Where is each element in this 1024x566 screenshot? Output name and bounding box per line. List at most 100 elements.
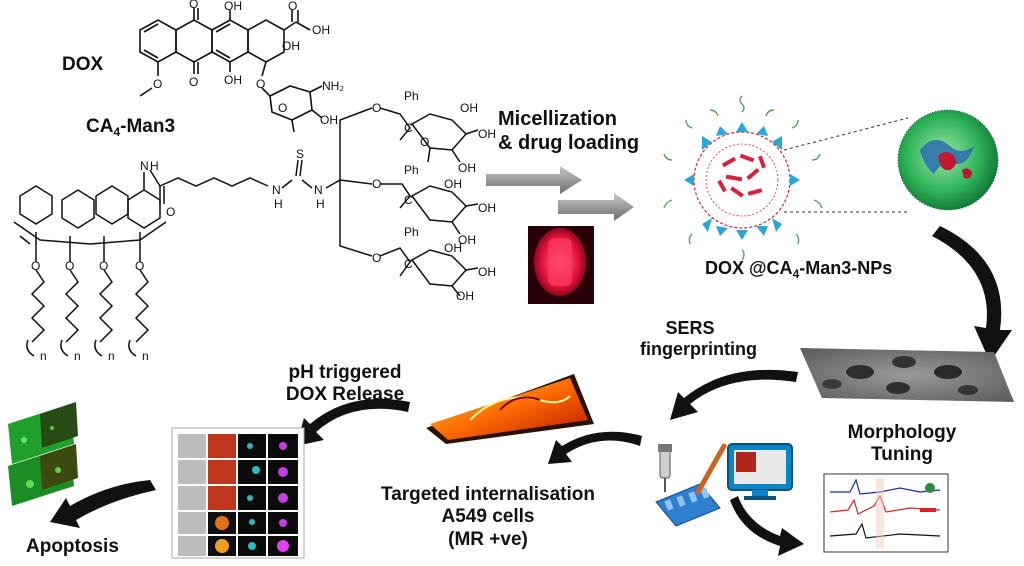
atom-oh: OH xyxy=(458,233,476,247)
atom-o: O xyxy=(189,75,198,89)
monitor-icon xyxy=(727,443,793,500)
atom-o: O xyxy=(278,101,287,115)
micellization-arrows xyxy=(486,166,634,221)
atom-oh: OH xyxy=(478,265,496,279)
substrate-chip-icon xyxy=(655,483,721,527)
atom-o: O xyxy=(372,177,381,191)
calixarene-structure xyxy=(13,159,341,357)
atom-oh: OH xyxy=(224,0,242,13)
sugar-unit-2 xyxy=(380,183,479,235)
arrow-to-microscopy xyxy=(296,398,410,446)
raman-probe-icon xyxy=(658,444,672,492)
atom-c: C xyxy=(404,121,413,135)
ph-line2: DOX Release xyxy=(285,384,405,406)
atom-n: N xyxy=(140,159,149,173)
atom-o: O xyxy=(135,259,144,273)
sugar-unit-1 xyxy=(379,107,479,163)
atom-oh: OH xyxy=(444,241,462,255)
atom-o: O xyxy=(189,0,198,11)
raman-spectra-plot xyxy=(823,473,949,553)
morphology-label: Morphology Tuning xyxy=(844,422,960,467)
dox-vial-photo xyxy=(528,226,594,304)
arrow-to-tem xyxy=(932,226,1012,362)
atom-oh: OH xyxy=(444,177,462,191)
np-prefix: DOX @CA xyxy=(705,258,793,278)
atom-n: N xyxy=(314,183,323,197)
atom-oh: OH xyxy=(460,101,478,115)
sers-line2: fingerprinting xyxy=(640,339,757,360)
raman-setup xyxy=(655,443,793,527)
micellization-line1: Micellization xyxy=(498,108,617,130)
microscopy-grid xyxy=(171,427,305,559)
np-subscript: 4 xyxy=(792,267,800,281)
atom-oh: OH xyxy=(456,289,474,303)
atom-nh2: NH₂ xyxy=(322,79,344,93)
atom-c: C xyxy=(404,193,413,207)
atom-oh: OH xyxy=(312,23,330,37)
atom-oh: OH xyxy=(282,39,300,53)
ph-line1: pH triggered xyxy=(288,362,402,383)
alkyl-chains xyxy=(26,232,150,357)
atom-o: O xyxy=(153,77,162,91)
apoptosis-images xyxy=(8,402,78,506)
dox-payload-rods xyxy=(717,153,766,198)
np-suffix: -Man3-NPs xyxy=(799,258,893,278)
mannose-atom-labels: Ph O C O OH OH OH Ph O C OH OH OH Ph O C… xyxy=(372,89,496,303)
atom-ph: Ph xyxy=(404,89,419,103)
atom-o: O xyxy=(288,0,297,13)
calixarene-atom-labels: O O O O n n n n N H O N H S N H xyxy=(31,147,325,363)
arrow-to-cells xyxy=(548,431,642,464)
atom-c: C xyxy=(404,257,413,271)
atom-oh: OH xyxy=(224,73,242,87)
atom-oh: OH xyxy=(458,161,476,175)
gray-arrow-lower xyxy=(558,193,634,221)
zoom-dashes xyxy=(783,117,909,213)
gray-arrow-upper xyxy=(486,166,582,194)
micellization-line2: & drug loading xyxy=(498,131,640,154)
sers-heatmap xyxy=(426,374,594,444)
peg-chains xyxy=(663,95,823,261)
atom-n: N xyxy=(272,183,281,197)
nanoparticle-label: DOX @CA4-Man3-NPs xyxy=(705,258,892,281)
atom-s: S xyxy=(296,147,304,161)
ca4-man3-label: CA4-Man3 xyxy=(86,116,175,139)
atom-o: O xyxy=(99,259,108,273)
atom-o: O xyxy=(166,205,175,219)
ph-release-label: pH triggered DOX Release xyxy=(272,362,418,407)
sers-line1: SERS xyxy=(665,318,715,338)
atom-oh: OH xyxy=(478,127,496,141)
atom-oh: OH xyxy=(320,113,338,127)
apoptosis-label: Apoptosis xyxy=(26,536,119,557)
md-simulation-sphere xyxy=(897,109,999,211)
arrow-to-apoptosis xyxy=(50,480,156,528)
target-line2: A549 cells xyxy=(441,506,535,528)
target-line3: (MR +ve) xyxy=(448,528,528,550)
atom-o: O xyxy=(65,259,74,273)
tem-image xyxy=(800,348,1014,402)
ca4-subscript: 4 xyxy=(113,125,121,139)
atom-n-sub: n xyxy=(108,349,115,363)
atom-o: O xyxy=(372,101,381,115)
target-line1: Targeted internalisation xyxy=(381,484,595,505)
atom-o: O xyxy=(31,259,40,273)
atom-o: O xyxy=(420,135,429,149)
atom-ph: Ph xyxy=(404,163,419,177)
sers-label: SERS fingerprinting xyxy=(640,318,757,360)
dox-label: DOX xyxy=(62,54,104,75)
microscopy-col-cyan xyxy=(238,434,266,556)
atom-n-sub: n xyxy=(142,349,149,363)
arrow-to-spectrum xyxy=(730,496,804,556)
atom-o: O xyxy=(256,77,265,91)
dox-atom-labels: O O OH OH O O OH OH O O NH₂ OH xyxy=(153,0,344,127)
atom-h: H xyxy=(150,159,159,173)
process-arrows xyxy=(50,226,1012,556)
atom-ph: Ph xyxy=(404,225,419,239)
targeted-label: Targeted internalisation A549 cells (MR … xyxy=(360,484,616,551)
micelle-nanoparticle xyxy=(663,95,823,261)
microscopy-col-merge xyxy=(268,434,298,556)
atom-o: O xyxy=(372,251,381,265)
atom-h: H xyxy=(316,197,325,211)
atom-h: H xyxy=(274,197,283,211)
